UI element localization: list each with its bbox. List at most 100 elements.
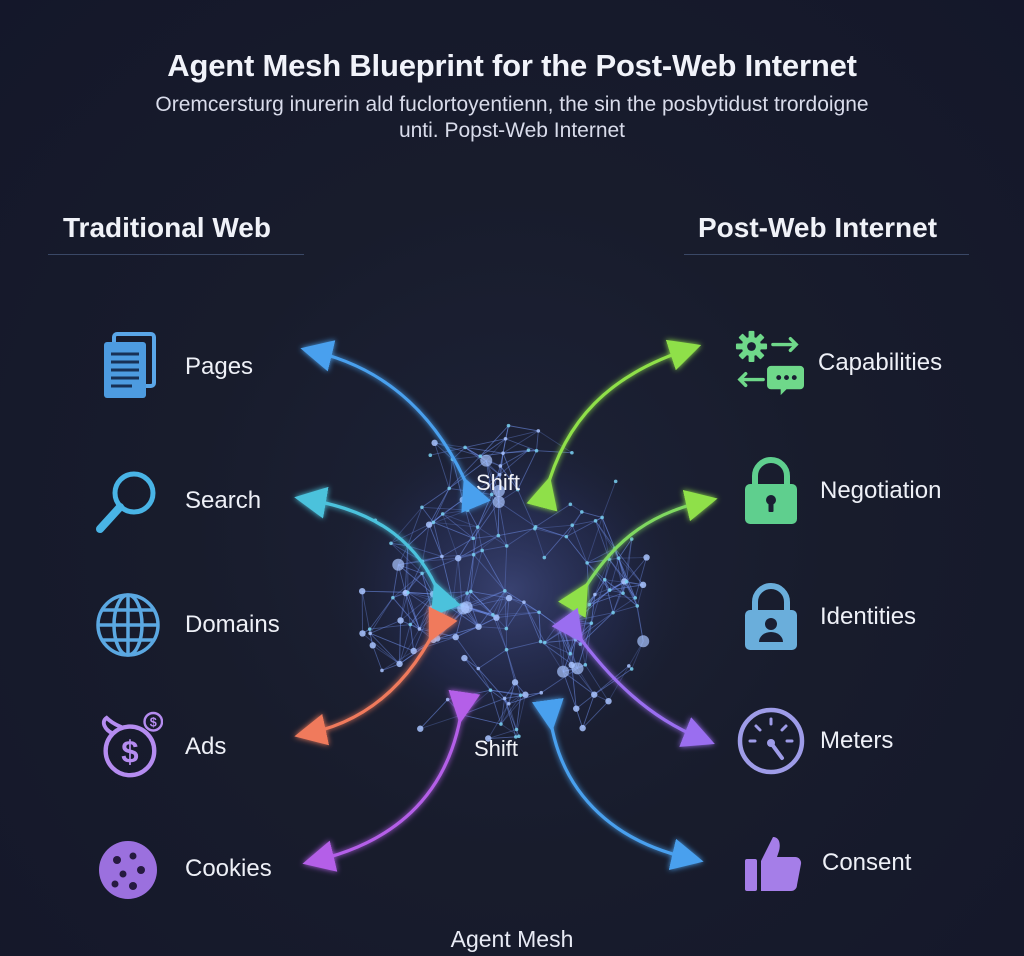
mesh-node bbox=[517, 734, 521, 739]
mesh-node bbox=[359, 630, 366, 637]
mesh-link bbox=[508, 692, 542, 705]
mesh-link bbox=[487, 703, 510, 739]
mesh-link bbox=[500, 449, 529, 467]
mesh-node bbox=[537, 610, 541, 615]
item-cookies: Cookies bbox=[93, 834, 272, 904]
mesh-node bbox=[410, 647, 417, 655]
arrow-consent bbox=[531, 697, 704, 870]
mesh-link bbox=[481, 550, 506, 592]
mesh-node bbox=[589, 621, 594, 625]
mesh-node bbox=[428, 605, 435, 612]
mesh-node bbox=[502, 696, 507, 701]
traditional-web-divider bbox=[48, 254, 304, 255]
mesh-node bbox=[585, 561, 589, 565]
mesh-node bbox=[587, 602, 592, 607]
label-pages: Pages bbox=[185, 353, 254, 380]
mesh-node bbox=[454, 555, 462, 562]
mesh-link bbox=[470, 554, 475, 592]
label-negotiation: Negotiation bbox=[820, 477, 942, 504]
mesh-node bbox=[506, 423, 511, 428]
mesh-link bbox=[523, 601, 546, 643]
mesh-link bbox=[498, 535, 508, 547]
mesh-link bbox=[506, 526, 536, 547]
mesh-node bbox=[492, 495, 505, 508]
arrow-capabilities bbox=[526, 339, 702, 512]
mesh-link bbox=[495, 617, 507, 650]
mesh-node bbox=[613, 479, 618, 484]
mesh-node bbox=[465, 591, 469, 595]
post-web-divider bbox=[684, 254, 969, 255]
mesh-link bbox=[473, 535, 499, 556]
user-lock-icon bbox=[736, 582, 806, 652]
mesh-link bbox=[466, 554, 475, 594]
item-meters: Meters bbox=[736, 706, 893, 776]
mesh-node bbox=[425, 521, 433, 528]
mesh-link bbox=[498, 501, 508, 546]
mesh-node bbox=[504, 647, 509, 652]
magnifier-icon bbox=[93, 466, 163, 536]
mesh-link bbox=[473, 535, 499, 539]
mesh-link bbox=[498, 453, 504, 491]
mesh-link bbox=[470, 550, 483, 592]
mesh-node bbox=[459, 496, 466, 504]
label-identities: Identities bbox=[820, 603, 917, 630]
mesh-node bbox=[420, 571, 424, 576]
mesh-link bbox=[505, 598, 510, 629]
arrow-cookies bbox=[302, 689, 481, 872]
mesh-node bbox=[452, 633, 459, 641]
mesh-node bbox=[633, 596, 638, 600]
mesh-node bbox=[518, 693, 523, 698]
money-bag-icon: $ $ bbox=[93, 711, 163, 782]
mesh-link bbox=[502, 453, 519, 490]
cookie-icon bbox=[93, 834, 163, 904]
mesh-link bbox=[477, 668, 505, 699]
mesh-link bbox=[499, 465, 519, 490]
mesh-node bbox=[506, 701, 511, 706]
mesh-node bbox=[629, 667, 634, 671]
mesh-node bbox=[445, 697, 450, 702]
mesh-node bbox=[627, 664, 631, 668]
mesh-node bbox=[417, 725, 424, 732]
mesh-link bbox=[508, 694, 521, 705]
mesh-node bbox=[369, 642, 376, 649]
mesh-node bbox=[445, 603, 450, 608]
mesh-node bbox=[485, 735, 492, 742]
mesh-node bbox=[511, 679, 519, 686]
mesh-node bbox=[417, 627, 422, 631]
mesh-node bbox=[496, 533, 501, 538]
mesh-node bbox=[533, 524, 538, 529]
mesh-node bbox=[635, 604, 640, 608]
mesh-node bbox=[568, 661, 575, 669]
mesh-link bbox=[496, 611, 540, 619]
mesh-node bbox=[475, 525, 480, 529]
mesh-link bbox=[492, 590, 506, 616]
mesh-node bbox=[600, 515, 604, 520]
mesh-node bbox=[471, 536, 476, 541]
item-negotiation: Negotiation bbox=[736, 456, 941, 526]
gauge-icon bbox=[736, 706, 806, 776]
mesh-link bbox=[472, 501, 500, 539]
subtitle-line-2: unti. Popst-Web Internet bbox=[398, 119, 626, 142]
mesh-link bbox=[490, 690, 502, 725]
mesh-node bbox=[637, 635, 650, 648]
mesh-node bbox=[431, 439, 438, 447]
arrow-search bbox=[294, 486, 461, 617]
mesh-link bbox=[516, 695, 522, 730]
mesh-node bbox=[607, 588, 612, 592]
agent-mesh-label: Agent Mesh bbox=[450, 926, 574, 952]
mesh-link bbox=[478, 590, 506, 627]
mesh-node bbox=[391, 595, 395, 600]
mesh-node bbox=[515, 487, 520, 492]
mesh-node bbox=[593, 592, 597, 597]
mesh-node bbox=[621, 591, 625, 595]
mesh-node bbox=[605, 697, 612, 705]
mesh-node bbox=[449, 598, 457, 605]
mesh-node bbox=[498, 464, 503, 468]
svg-text:$: $ bbox=[121, 735, 138, 770]
globe-icon bbox=[93, 590, 163, 660]
mesh-node bbox=[476, 666, 481, 671]
thumbs-up-icon bbox=[738, 828, 808, 898]
mesh-node bbox=[542, 555, 547, 560]
mesh-link bbox=[478, 649, 507, 669]
mesh-node bbox=[408, 622, 413, 627]
